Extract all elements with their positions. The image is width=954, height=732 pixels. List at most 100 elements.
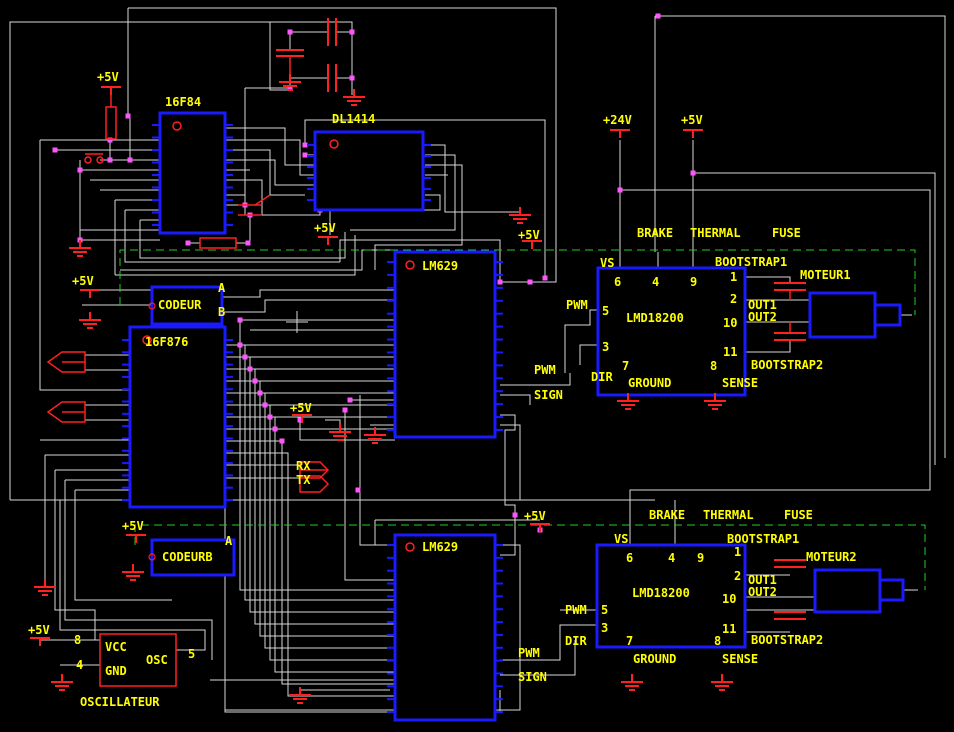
d1-dir: DIR [591,370,613,384]
d1-pin3: 3 [602,340,609,354]
d2-pin3: 3 [601,621,608,635]
d1-pin11: 11 [723,345,737,359]
d2-pin9: 9 [697,551,704,565]
label-plus5v-7: +5V [524,509,546,523]
lm1-sign: SIGN [534,388,563,402]
d1-pin10: 10 [723,316,737,330]
label-codeur: CODEUR [158,298,202,312]
label-plus24v: +24V [603,113,632,127]
cursor-crosshair [286,311,308,333]
label-dl1414: DL1414 [332,112,375,126]
label-osc-pin5: 5 [188,647,195,661]
d1-brake: BRAKE [637,226,673,240]
d2-pin6: 6 [626,551,633,565]
d2-pin11: 11 [722,622,736,636]
label-rx: RX [296,459,311,473]
label-plus5v-6: +5V [122,519,144,533]
chip-16f84 [152,111,233,235]
label-plus5v-3: +5V [518,228,540,242]
driver1-labels: BRAKE THERMAL FUSE VS 6 4 9 BOOTSTRAP1 1… [534,226,851,402]
d2-pin10: 10 [722,592,736,606]
label-lmd18200-2: LMD18200 [632,586,690,600]
label-plus5v-5: +5V [290,401,312,415]
passives [46,18,806,620]
d2-thermal: THERMAL [703,508,754,522]
d1-pwm: PWM [566,298,588,312]
label-lmd18200-1: LMD18200 [626,311,684,325]
d2-vs: VS [614,532,628,546]
wiring [9,7,946,713]
label-oscillateur: OSCILLATEUR [80,695,160,709]
d1-bootstrap2: BOOTSTRAP2 [751,358,823,372]
d2-moteur: MOTEUR2 [806,550,857,564]
d2-pwm: PWM [565,603,587,617]
lm2-sign: SIGN [518,670,547,684]
label-tx: TX [296,473,311,487]
label-osc-pin4: 4 [76,658,83,672]
d1-pin2: 2 [730,292,737,306]
oscillator-box [99,633,177,687]
d1-pin5: 5 [602,304,609,318]
label-plus5v-8: +5V [28,623,50,637]
d1-pin7: 7 [622,359,629,373]
chip-lmd18200-2 [595,543,747,649]
d2-brake: BRAKE [649,508,685,522]
d2-pin4: 4 [668,551,675,565]
d2-pin1: 1 [734,545,741,559]
chip-lmd18200-1 [596,266,747,397]
encoder-2 [148,538,236,577]
d2-out2: OUT2 [748,585,777,599]
label-osc-out: OSC [146,653,168,667]
label-osc-gnd: GND [105,664,127,678]
encoder-1 [148,285,224,326]
lm2-pwm: PWM [518,646,540,660]
chip-lm629-2 [387,533,503,722]
d2-pin7: 7 [626,634,633,648]
label-plus5v-1: +5V [97,70,119,84]
d1-pin8: 8 [710,359,717,373]
label-lm629-2: LM629 [422,540,458,554]
driver-boundaries [119,249,926,590]
driver2-labels: BRAKE THERMAL FUSE VS 6 4 9 BOOTSTRAP1 1… [518,508,857,684]
label-plus5v-4: +5V [72,274,94,288]
d1-vs: VS [600,256,614,270]
label-plus5v-9: +5V [681,113,703,127]
lm1-pwm: PWM [534,363,556,377]
d1-pin9: 9 [690,275,697,289]
d1-pin6: 6 [614,275,621,289]
d1-moteur: MOTEUR1 [800,268,851,282]
power-ground-symbols [30,74,733,704]
d1-ground: GROUND [628,376,671,390]
label-lm629-1: LM629 [422,259,458,273]
chip-16f876 [122,325,233,509]
label-codeur-a: A [218,281,226,295]
d2-sense: SENSE [722,652,758,666]
d1-pin1: 1 [730,270,737,284]
d1-fuse: FUSE [772,226,801,240]
label-16f84: 16F84 [165,95,201,109]
label-osc-vcc: VCC [105,640,127,654]
label-codeurb: CODEURB [162,550,213,564]
d2-fuse: FUSE [784,508,813,522]
labels: 16F84 DL1414 16F876 LM629 LM629 LMD18200… [28,70,703,709]
d1-out2: OUT2 [748,310,777,324]
chip-dl1414 [307,130,431,212]
d2-bootstrap1: BOOTSTRAP1 [727,532,799,546]
label-16f876: 16F876 [145,335,188,349]
d1-bootstrap1: BOOTSTRAP1 [715,255,787,269]
label-codeur-b: B [218,305,225,319]
d1-out1: OUT1 [748,298,777,312]
chip-lm629-1 [387,250,503,439]
label-plus5v-2: +5V [314,221,336,235]
d2-ground: GROUND [633,652,676,666]
d2-pin5: 5 [601,603,608,617]
d1-sense: SENSE [722,376,758,390]
motor-2 [813,568,905,614]
d2-pin8: 8 [714,634,721,648]
d1-thermal: THERMAL [690,226,741,240]
d1-pin4: 4 [652,275,659,289]
d2-dir: DIR [565,634,587,648]
label-osc-pin8: 8 [74,633,81,647]
d2-bootstrap2: BOOTSTRAP2 [751,633,823,647]
